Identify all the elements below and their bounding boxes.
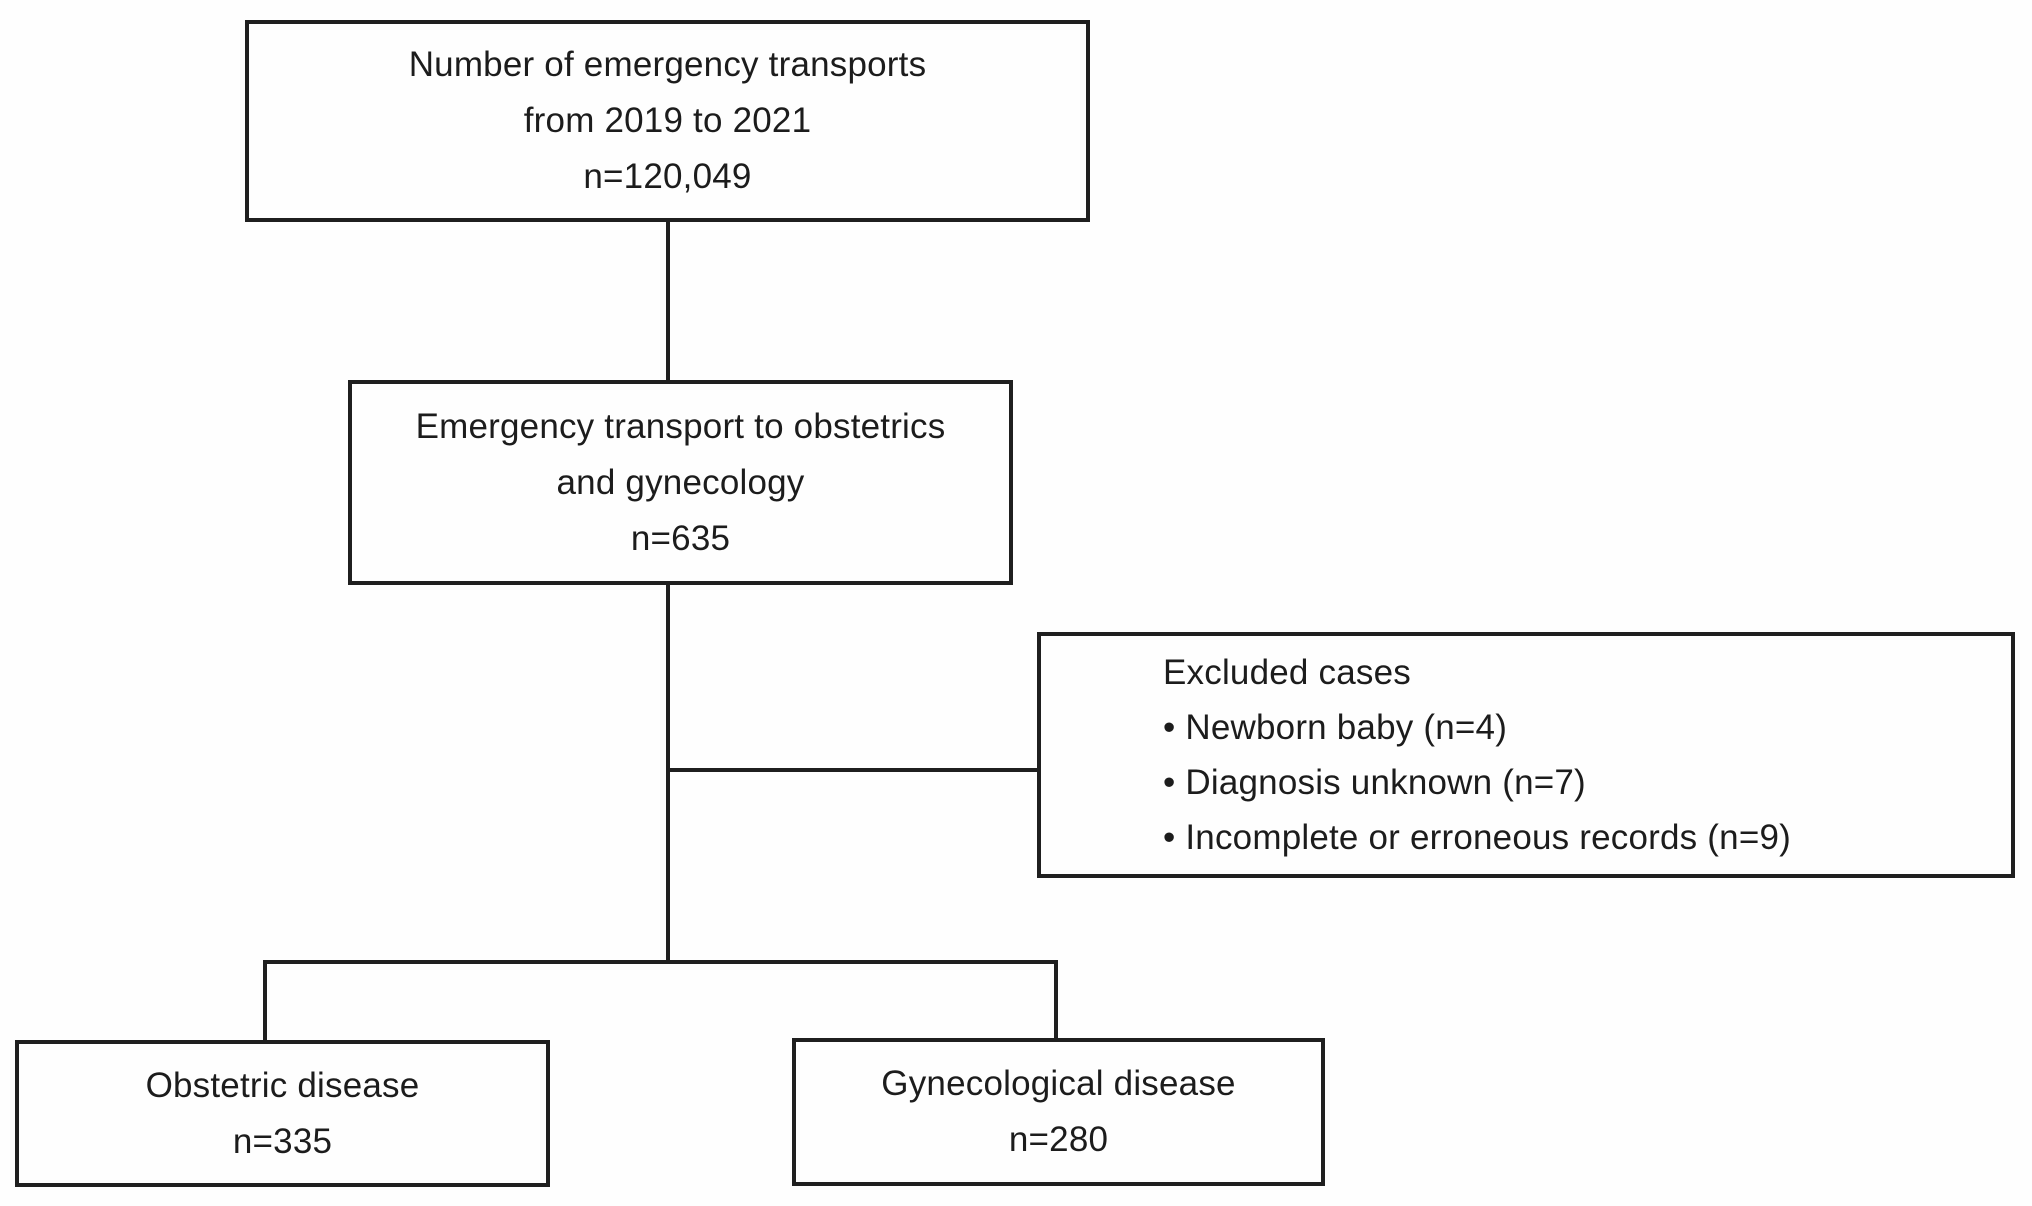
- node-total-count: n=120,049: [583, 157, 752, 196]
- connector-to-excluded-box: [668, 768, 1039, 772]
- connector-drop-obstetric: [263, 960, 267, 1042]
- node-excluded-item-diagnosis: • Diagnosis unknown (n=7): [1163, 763, 1586, 802]
- node-obstetric-count: n=335: [232, 1121, 333, 1161]
- node-total-line1: Number of emergency transports: [408, 45, 927, 84]
- node-excluded-cases: Excluded cases • Newborn baby (n=4) • Di…: [1037, 632, 2015, 878]
- node-obgyn-line1: Emergency transport to obstetrics: [415, 406, 946, 446]
- node-obstetric-label: Obstetric disease: [145, 1065, 420, 1105]
- connector-total-to-obgyn: [666, 222, 670, 380]
- node-excluded-item-incomplete: • Incomplete or erroneous records (n=9): [1163, 818, 1791, 857]
- connector-obgyn-to-split: [666, 585, 670, 964]
- connector-drop-gynecological: [1054, 960, 1058, 1040]
- node-obgyn-line2: and gynecology: [556, 462, 805, 502]
- node-excluded-title: Excluded cases: [1163, 653, 1411, 692]
- node-obgyn-count: n=635: [630, 518, 731, 558]
- node-excluded-item-newborn: • Newborn baby (n=4): [1163, 708, 1508, 747]
- node-obstetric-disease: Obstetric disease n=335: [15, 1040, 550, 1187]
- node-gynecological-label: Gynecological disease: [881, 1064, 1236, 1103]
- node-obgyn-transports: Emergency transport to obstetrics and gy…: [348, 380, 1013, 585]
- connector-split-bar: [263, 960, 1058, 964]
- node-gynecological-count: n=280: [1008, 1120, 1109, 1159]
- node-total-transports: Number of emergency transports from 2019…: [245, 20, 1090, 222]
- node-total-line2: from 2019 to 2021: [523, 101, 812, 140]
- node-gynecological-disease: Gynecological disease n=280: [792, 1038, 1325, 1186]
